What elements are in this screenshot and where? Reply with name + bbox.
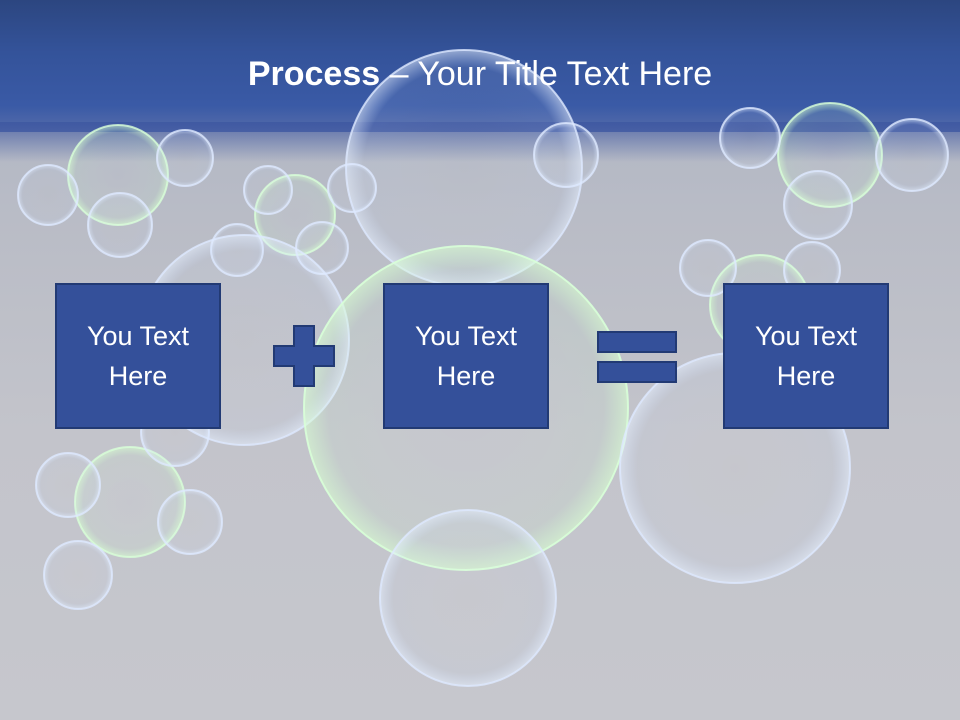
bubble	[243, 165, 293, 215]
process-box-2-text: You Text Here	[414, 321, 518, 391]
bubble	[719, 107, 781, 169]
title-bold: Process	[247, 55, 381, 93]
process-box-1[interactable]: You Text Here	[55, 283, 221, 429]
title-rest: – Your Title Text Here	[380, 55, 713, 93]
bubble	[157, 489, 223, 555]
process-box-3[interactable]: You Text Here	[723, 283, 889, 429]
bubble	[379, 509, 557, 687]
plus-icon	[273, 325, 335, 387]
bubble	[679, 239, 737, 297]
process-box-1-text: You Text Here	[86, 321, 190, 391]
bubble	[875, 118, 949, 192]
bubble	[43, 540, 113, 610]
bubble	[87, 192, 153, 258]
bubble	[783, 170, 853, 240]
bubble	[35, 452, 101, 518]
process-box-2[interactable]: You Text Here	[383, 283, 549, 429]
bubble	[156, 129, 214, 187]
bubble	[327, 163, 377, 213]
bubble	[17, 164, 79, 226]
bubble	[533, 122, 599, 188]
process-box-3-text: You Text Here	[754, 321, 858, 391]
page-title: Process – Your Title Text Here	[0, 52, 960, 96]
equals-icon	[597, 331, 677, 383]
